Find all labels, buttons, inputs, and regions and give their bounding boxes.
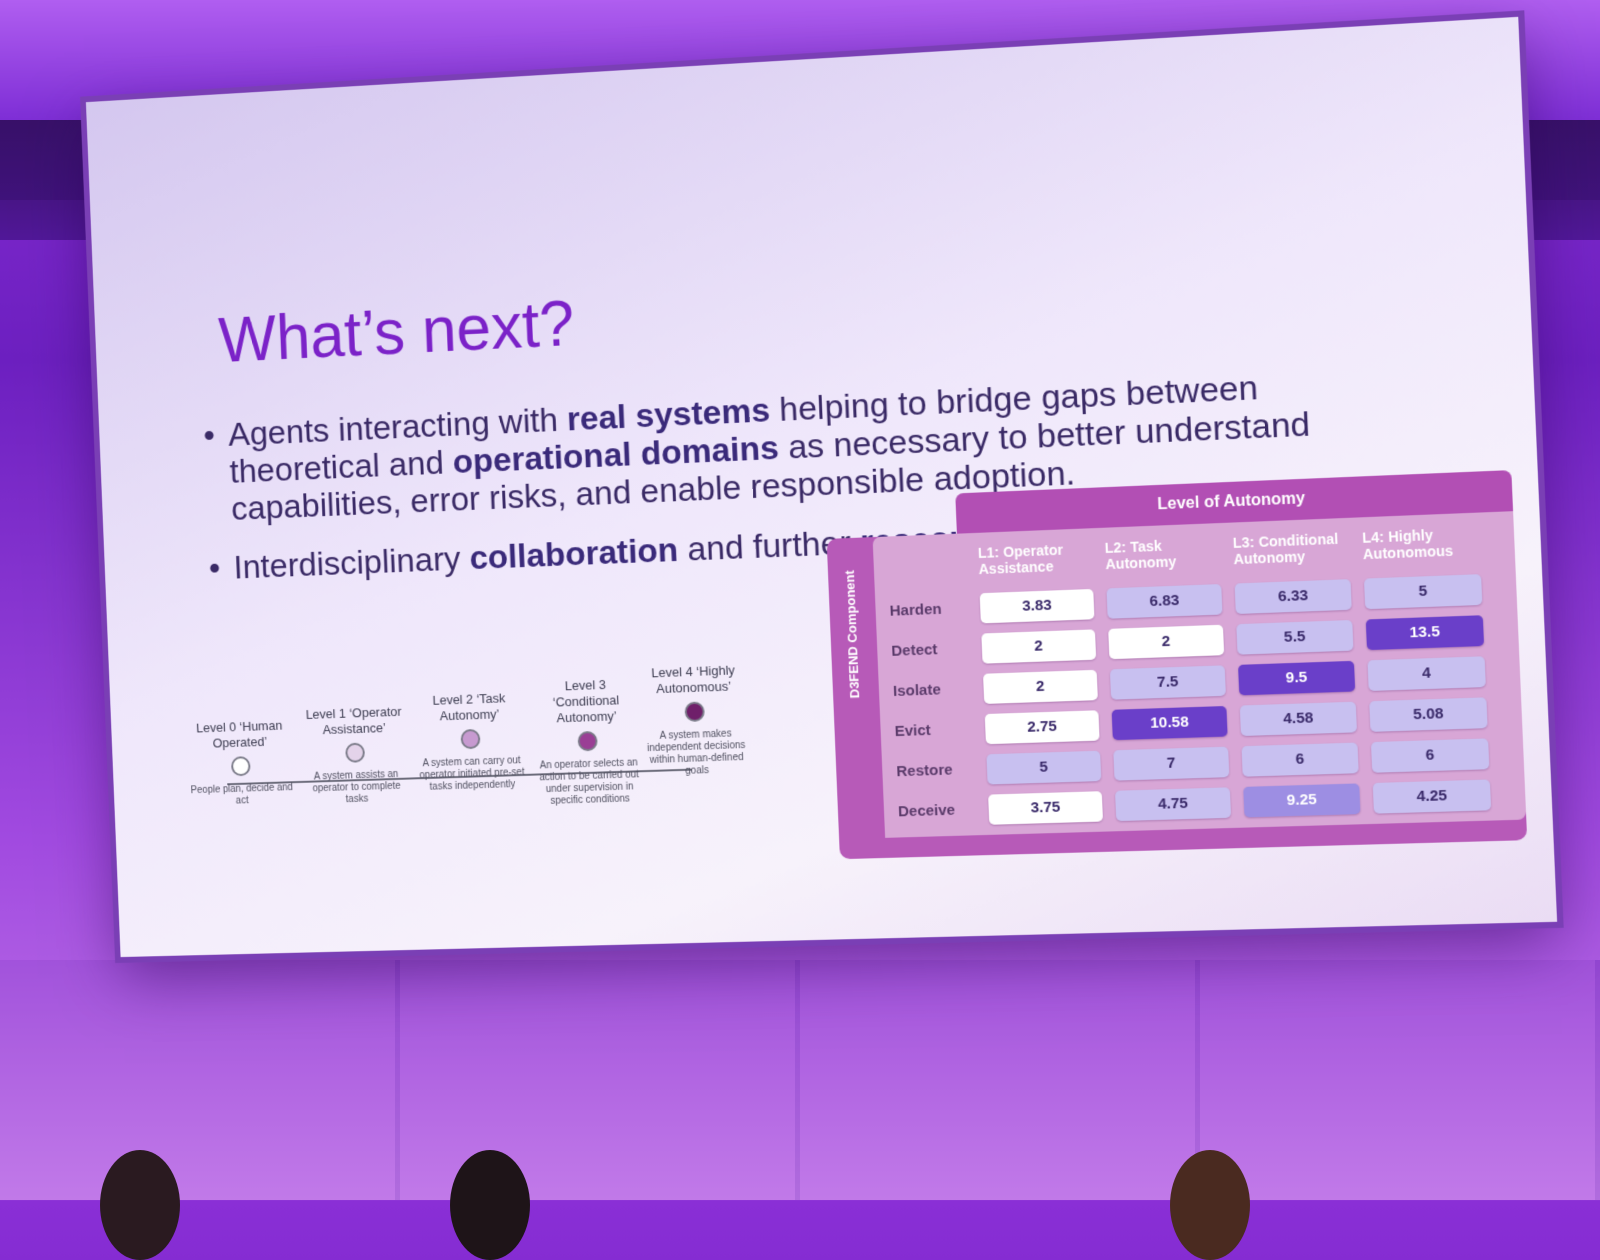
table-cell: 9.5 bbox=[1238, 660, 1356, 696]
audience-head bbox=[100, 1150, 180, 1260]
table-row-label: Harden bbox=[889, 600, 942, 620]
timeline-dot bbox=[345, 742, 366, 763]
table-cell: 6 bbox=[1370, 738, 1490, 773]
projection-screen: What’s next? Agents interacting with rea… bbox=[85, 16, 1558, 958]
bullet-text: Interdisciplinary bbox=[232, 539, 471, 587]
timeline-dot bbox=[577, 730, 598, 752]
table-row-label: Evict bbox=[894, 721, 932, 741]
table-cell: 2 bbox=[983, 669, 1098, 704]
audience-head bbox=[1170, 1150, 1250, 1260]
table-column-header: L1: Operator Assistance bbox=[977, 541, 1064, 578]
autonomy-table: Level of Autonomy D3FEND Component L1: O… bbox=[825, 470, 1528, 860]
table-cell: 2 bbox=[981, 629, 1097, 664]
timeline-level-title: Level 0 ‘Human Operated’ bbox=[195, 717, 283, 751]
autonomy-timeline: Level 0 ‘Human Operated’ People plan, dec… bbox=[185, 660, 817, 916]
table-cell: 4 bbox=[1367, 656, 1486, 692]
table-cell: 5 bbox=[1363, 574, 1483, 610]
table-cell: 6 bbox=[1241, 742, 1359, 777]
table-cell: 7 bbox=[1113, 746, 1230, 781]
timeline-level-description: A system assists an operator to complete… bbox=[312, 769, 401, 806]
table-cell: 7.5 bbox=[1109, 665, 1226, 700]
timeline-dot bbox=[460, 728, 481, 750]
table-cell: 2.75 bbox=[984, 710, 1100, 745]
audience-head bbox=[450, 1150, 530, 1260]
timeline-dot bbox=[684, 701, 705, 723]
table-column-header: L2: Task Autonomy bbox=[1104, 537, 1177, 573]
table-cell: 4.58 bbox=[1239, 701, 1357, 737]
table-column-header: L4: Highly Autonomous bbox=[1361, 526, 1454, 563]
timeline-level-title: Level 4 ‘Highly Autonomous’ bbox=[651, 662, 736, 697]
table-cell: 9.25 bbox=[1243, 783, 1361, 818]
timeline-level: Level 3 ‘Conditional Autonomy’ An operato… bbox=[531, 676, 644, 808]
timeline-level: Level 4 ‘Highly Autonomous’ A system make… bbox=[639, 662, 752, 779]
table-cell: 5.08 bbox=[1369, 697, 1488, 732]
table-cell: 2 bbox=[1108, 624, 1225, 660]
slide-title: What’s next? bbox=[217, 287, 576, 376]
table-cell: 3.75 bbox=[988, 791, 1104, 825]
table-cell: 4.25 bbox=[1372, 779, 1492, 814]
table-row-label: Restore bbox=[896, 761, 953, 781]
stage-wall-lighting bbox=[0, 960, 1600, 1200]
timeline-level-title: Level 2 ‘Task Autonomy’ bbox=[432, 690, 506, 724]
bullet-emphasis: collaboration bbox=[468, 531, 679, 578]
timeline-level-description: A system can carry out operator initiate… bbox=[419, 755, 525, 793]
table-row-label: Isolate bbox=[892, 681, 942, 701]
table-cell: 5.5 bbox=[1236, 619, 1354, 655]
timeline-level-description: People plan, decide and act bbox=[190, 782, 294, 807]
timeline-level-title: Level 3 ‘Conditional Autonomy’ bbox=[552, 677, 620, 726]
timeline-level-description: A system makes independent decisions wit… bbox=[646, 728, 746, 777]
stage-wall bbox=[0, 960, 1600, 1200]
table-cell: 5 bbox=[986, 750, 1102, 785]
table-cell: 13.5 bbox=[1365, 615, 1485, 651]
table-cell: 3.83 bbox=[979, 588, 1095, 624]
timeline-dot bbox=[230, 756, 251, 777]
table-cell: 10.58 bbox=[1111, 705, 1228, 741]
timeline-level: Level 2 ‘Task Autonomy’ A system can carr… bbox=[415, 690, 526, 794]
timeline-level: Level 0 ‘Human Operated’ People plan, dec… bbox=[187, 718, 295, 809]
table-cell: 6.83 bbox=[1106, 584, 1223, 619]
table-row-label: Detect bbox=[891, 641, 938, 660]
timeline-level: Level 1 ‘Operator Assistance’ A system as… bbox=[300, 704, 410, 808]
timeline-level-description: An operator selects an action to be carr… bbox=[539, 757, 640, 807]
table-cell: 4.75 bbox=[1115, 787, 1232, 822]
table-column-header: L3: Conditional Autonomy bbox=[1232, 530, 1339, 568]
table-row-label: Deceive bbox=[897, 801, 956, 821]
table-cell: 6.33 bbox=[1234, 579, 1352, 615]
timeline-level-title: Level 1 ‘Operator Assistance’ bbox=[305, 703, 402, 738]
